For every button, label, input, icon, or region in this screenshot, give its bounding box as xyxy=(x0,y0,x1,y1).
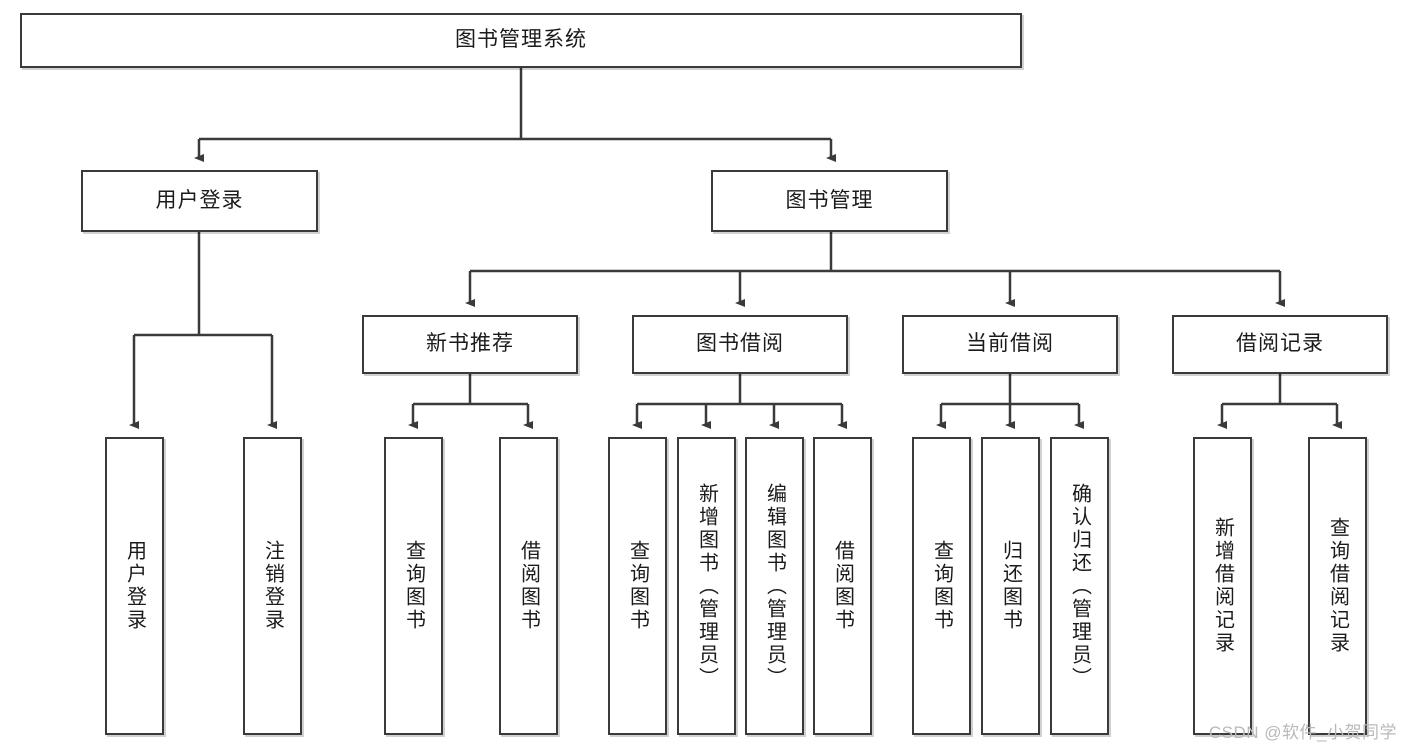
node-leaf-add-record-label: 新增借阅记录 xyxy=(1211,517,1234,655)
node-book-management-label: 图书管理 xyxy=(785,188,874,212)
node-root[interactable]: 图书管理系统 xyxy=(20,13,1022,68)
node-leaf-user-login-label: 用户登录 xyxy=(123,540,146,632)
node-leaf-return-book[interactable]: 归还图书 xyxy=(981,437,1040,735)
node-user-login[interactable]: 用户登录 xyxy=(81,170,318,232)
node-current-borrow-label: 当前借阅 xyxy=(966,332,1054,356)
node-leaf-edit-book-label: 编辑图书（管理员） xyxy=(763,482,786,690)
node-leaf-borrow-book-2[interactable]: 借阅图书 xyxy=(813,437,872,735)
node-leaf-confirm-return[interactable]: 确认归还（管理员） xyxy=(1050,437,1109,735)
node-leaf-add-book-label: 新增图书（管理员） xyxy=(695,482,718,690)
node-leaf-query-book-1[interactable]: 查询图书 xyxy=(384,437,443,735)
node-leaf-add-record[interactable]: 新增借阅记录 xyxy=(1193,437,1252,735)
node-borrow-record[interactable]: 借阅记录 xyxy=(1172,315,1388,374)
node-book-borrow[interactable]: 图书借阅 xyxy=(632,315,848,374)
node-leaf-return-book-label: 归还图书 xyxy=(999,540,1022,632)
node-current-borrow[interactable]: 当前借阅 xyxy=(902,315,1118,374)
node-book-management[interactable]: 图书管理 xyxy=(711,170,948,232)
node-leaf-query-book-2[interactable]: 查询图书 xyxy=(608,437,667,735)
node-book-borrow-label: 图书借阅 xyxy=(696,332,784,356)
node-leaf-borrow-book-2-label: 借阅图书 xyxy=(831,540,854,632)
node-root-label: 图书管理系统 xyxy=(455,28,587,52)
node-leaf-query-book-3-label: 查询图书 xyxy=(930,540,953,632)
node-user-login-label: 用户登录 xyxy=(155,188,244,212)
node-leaf-logout-login-label: 注销登录 xyxy=(261,540,284,632)
node-new-book-recommend[interactable]: 新书推荐 xyxy=(362,315,578,374)
node-leaf-query-book-2-label: 查询图书 xyxy=(626,540,649,632)
node-leaf-logout-login[interactable]: 注销登录 xyxy=(243,437,302,735)
node-leaf-borrow-book-1-label: 借阅图书 xyxy=(517,540,540,632)
node-leaf-user-login[interactable]: 用户登录 xyxy=(105,437,164,735)
node-leaf-query-book-1-label: 查询图书 xyxy=(402,540,425,632)
node-leaf-edit-book[interactable]: 编辑图书（管理员） xyxy=(745,437,804,735)
node-leaf-confirm-return-label: 确认归还（管理员） xyxy=(1068,482,1091,690)
node-leaf-query-record[interactable]: 查询借阅记录 xyxy=(1308,437,1367,735)
node-leaf-query-record-label: 查询借阅记录 xyxy=(1326,517,1349,655)
node-borrow-record-label: 借阅记录 xyxy=(1236,332,1324,356)
node-new-book-recommend-label: 新书推荐 xyxy=(426,332,514,356)
node-leaf-add-book[interactable]: 新增图书（管理员） xyxy=(677,437,736,735)
node-leaf-borrow-book-1[interactable]: 借阅图书 xyxy=(499,437,558,735)
node-leaf-query-book-3[interactable]: 查询图书 xyxy=(912,437,971,735)
